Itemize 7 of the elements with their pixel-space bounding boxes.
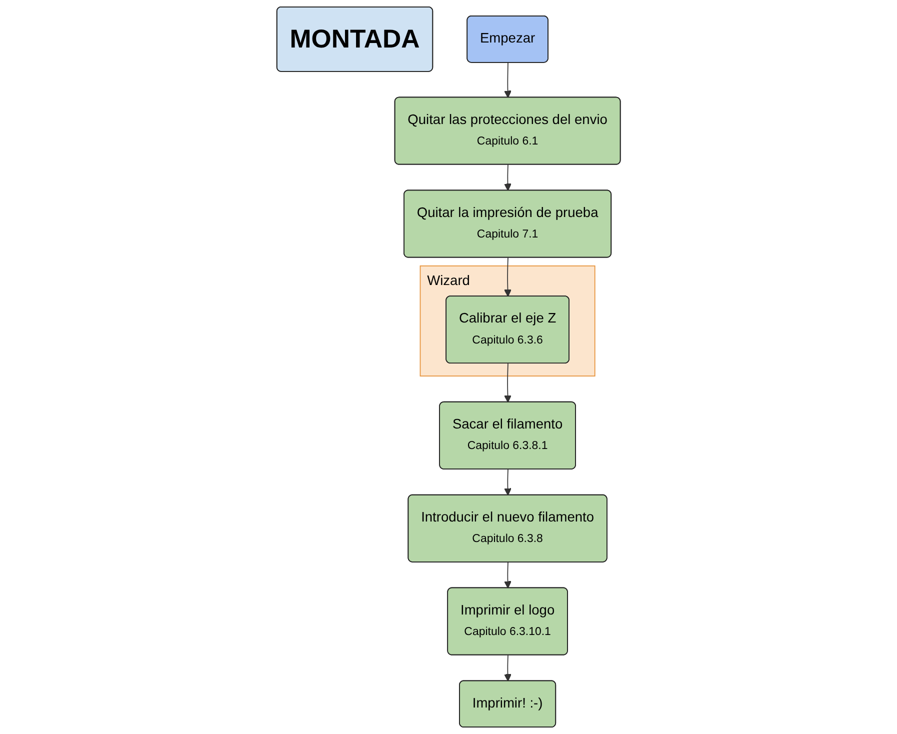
arrow [504, 62, 512, 98]
arrow [504, 654, 512, 682]
arrow [504, 257, 512, 297]
arrow [504, 468, 512, 496]
arrow [504, 363, 512, 403]
arrow [504, 562, 512, 588]
arrow [504, 164, 512, 191]
